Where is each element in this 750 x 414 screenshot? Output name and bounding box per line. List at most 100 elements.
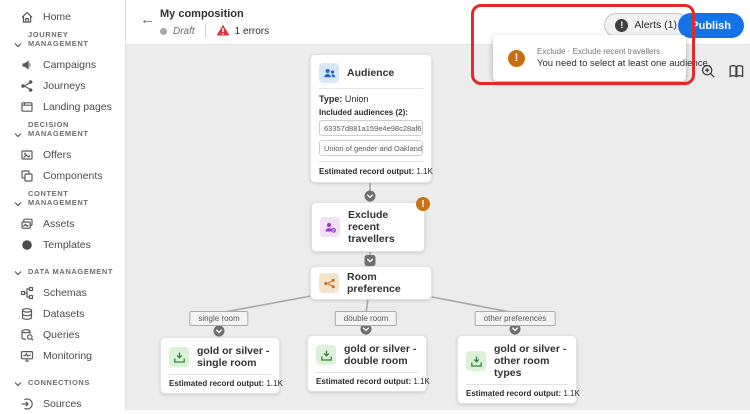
journeys-icon — [20, 79, 34, 93]
audience-icon — [319, 63, 339, 83]
back-button[interactable]: ← — [140, 11, 155, 28]
chevron-down-icon — [14, 201, 22, 207]
sidebar-section-data-management[interactable]: DATA MANAGEMENT — [0, 255, 125, 282]
composition-header: ← My composition Draft 1 errors ! Alerts… — [126, 0, 750, 45]
publish-button[interactable]: Publish — [678, 13, 744, 38]
output-label: Estimated record output: — [466, 389, 562, 399]
chevron-down-icon — [14, 381, 22, 387]
composition-canvas[interactable]: Audience Type: Union Included audiences … — [126, 45, 750, 410]
sidebar-item-label: Campaigns — [43, 58, 97, 71]
output-label: Estimated record output: — [169, 379, 265, 389]
type-value: Union — [344, 94, 369, 104]
output-node-single-room[interactable]: gold or silver - single room Estimated r… — [160, 337, 283, 395]
components-icon — [20, 169, 34, 183]
alert-popup-message: You need to select at least one audience… — [537, 58, 711, 69]
output-node-other-room-types[interactable]: gold or silver - other room types Estima… — [457, 335, 580, 405]
sidebar-item-label: Queries — [43, 328, 80, 341]
sidebar-item-queries[interactable]: Queries — [0, 324, 125, 345]
sidebar-section-label: DECISION MANAGEMENT — [28, 120, 89, 138]
sidebar-item-assets[interactable]: Assets — [0, 213, 125, 234]
templates-icon — [20, 238, 34, 252]
alert-popup: ! Exclude · Exclude recent travellers Yo… — [493, 35, 711, 81]
errors-badge[interactable]: 1 errors — [216, 24, 269, 39]
sidebar-item-label: Datasets — [43, 307, 85, 320]
exclude-node[interactable]: Exclude recent travellers ! — [311, 197, 430, 253]
output-label: Estimated record output: — [319, 167, 415, 176]
save-audience-icon — [169, 347, 189, 368]
chevron-down-icon — [14, 132, 22, 138]
sidebar-item-landing-pages[interactable]: Landing pages — [0, 96, 125, 117]
sidebar-item-label: Assets — [43, 217, 75, 230]
output-value: 1.1K — [563, 389, 580, 399]
sidebar-item-label: Landing pages — [43, 100, 112, 113]
output-label: Estimated record output: — [316, 377, 412, 387]
sidebar-section-label: DATA MANAGEMENT — [28, 267, 114, 276]
home-icon — [20, 10, 34, 24]
path-label-other-preferences[interactable]: other preferences — [474, 311, 556, 326]
alert-popup-title: Exclude · Exclude recent travellers — [537, 47, 661, 56]
campaigns-icon — [20, 58, 34, 72]
path-label-single-room[interactable]: single room — [189, 311, 249, 326]
map-icon[interactable] — [728, 63, 745, 80]
node-title: Audience — [347, 66, 395, 79]
draft-status-dot — [160, 28, 167, 35]
draft-status-label: Draft — [173, 26, 195, 37]
sidebar-item-label: Journeys — [43, 79, 86, 92]
sidebar-item-templates[interactable]: Templates — [0, 234, 125, 255]
collapse-connector — [213, 190, 521, 337]
sidebar-item-label: Offers — [43, 148, 72, 161]
included-audiences-label: Included audiences (2): — [319, 108, 408, 117]
sidebar-item-schemas[interactable]: Schemas — [0, 282, 125, 303]
divider — [204, 25, 206, 38]
audience-chip: Union of gender and Oakland s... — [319, 140, 423, 156]
sidebar-item-campaigns[interactable]: Campaigns — [0, 54, 125, 75]
sidebar-item-journeys[interactable]: Journeys — [0, 75, 125, 96]
alert-exclamation-icon: ! — [615, 18, 629, 32]
audience-node[interactable]: Audience Type: Union Included audiences … — [310, 54, 433, 183]
sidebar-item-components[interactable]: Components — [0, 165, 125, 186]
sidebar-item-home[interactable]: Home — [0, 6, 125, 27]
save-audience-icon — [466, 351, 486, 372]
sidebar-item-label: Templates — [43, 238, 91, 251]
status-row: Draft 1 errors — [160, 24, 269, 39]
zoom-in-icon[interactable] — [700, 63, 717, 80]
room-preference-node[interactable]: Room preference — [310, 266, 432, 301]
node-title: gold or silver - single room — [197, 345, 270, 370]
output-value: 1.1K — [416, 167, 433, 176]
sidebar-section-label: CONTENT MANAGEMENT — [28, 189, 89, 207]
split-icon — [319, 273, 339, 294]
estimated-output-row: Estimated record output: 1.1K — [319, 167, 433, 176]
sidebar-section-connections[interactable]: CONNECTIONS — [0, 366, 125, 393]
sidebar-item-monitoring[interactable]: Monitoring — [0, 345, 125, 366]
alerts-button[interactable]: ! Alerts (1) — [604, 13, 688, 37]
sidebar-item-sources[interactable]: Sources — [0, 393, 125, 414]
save-audience-icon — [316, 345, 336, 366]
sidebar-section-decision-management[interactable]: DECISION MANAGEMENT — [0, 117, 125, 144]
sidebar-item-label: Home — [43, 10, 72, 23]
chevron-down-icon — [14, 270, 22, 276]
output-value: 1.1K — [413, 377, 430, 387]
sidebar-section-journey-management[interactable]: JOURNEY MANAGEMENT — [0, 27, 125, 54]
output-node-double-room[interactable]: gold or silver - double room Estimated r… — [307, 335, 430, 393]
landing-pages-icon — [20, 100, 34, 114]
node-title: gold or silver - other room types — [494, 343, 567, 380]
sidebar-section-label: JOURNEY MANAGEMENT — [28, 30, 89, 48]
estimated-output-row: Estimated record output: 1.1K — [466, 389, 580, 399]
page-title: My composition — [160, 8, 244, 20]
assets-icon — [20, 217, 34, 231]
sidebar-item-label: Sources — [43, 397, 82, 410]
sidebar-section-content-management[interactable]: CONTENT MANAGEMENT — [0, 186, 125, 213]
path-label-double-room[interactable]: double room — [334, 311, 398, 326]
queries-icon — [20, 328, 34, 342]
node-title: Room preference — [347, 271, 401, 296]
node-error-badge: ! — [416, 197, 430, 211]
estimated-output-row: Estimated record output: 1.1K — [316, 377, 430, 387]
sidebar-item-offers[interactable]: Offers — [0, 144, 125, 165]
exclude-audience-icon — [320, 217, 340, 238]
error-triangle-icon — [216, 24, 230, 39]
offers-icon — [20, 148, 34, 162]
sidebar-item-datasets[interactable]: Datasets — [0, 303, 125, 324]
left-sidebar: Home JOURNEY MANAGEMENT Campaigns Journe… — [0, 0, 126, 410]
type-label: Type: — [319, 94, 343, 104]
sources-icon — [20, 397, 34, 411]
